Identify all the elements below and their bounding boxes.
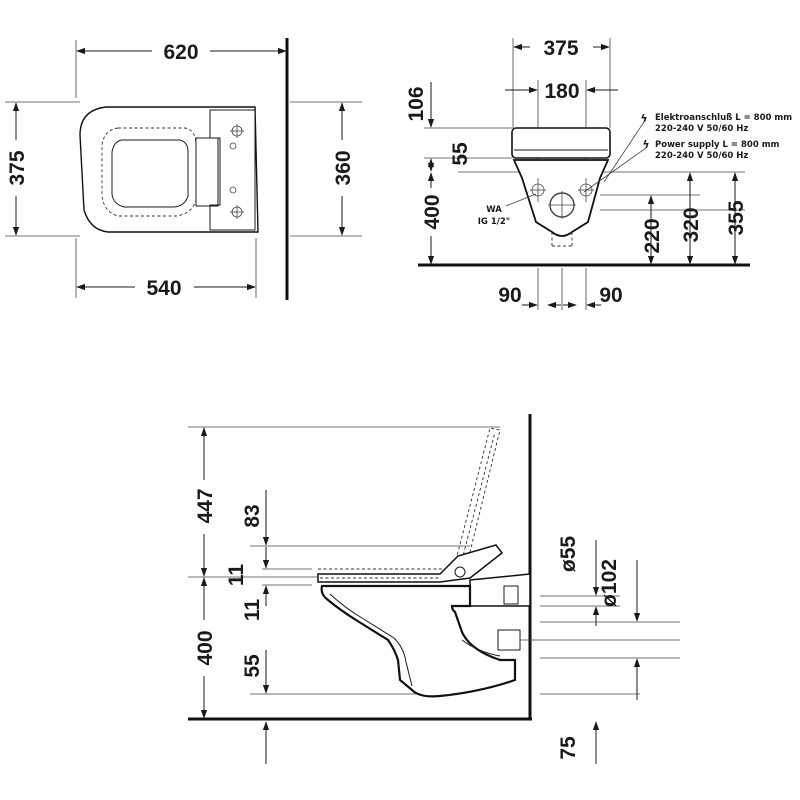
power-de-line1: Elektroanschluß L = 800 mm	[655, 113, 792, 123]
seat-side	[317, 544, 504, 583]
power-en-line2: 220-240 V 50/60 Hz	[655, 151, 748, 161]
dim-top-offset: 106	[405, 86, 428, 121]
dim-front-height: 400	[421, 194, 444, 229]
dim-depth-left: 375	[6, 150, 29, 185]
dim-outlet-dia: ø102	[598, 559, 621, 607]
lightning-icon: ϟ	[640, 112, 647, 125]
dim-seat-lower: 11	[241, 599, 264, 622]
dim-inlet-dia: ø55	[557, 536, 580, 573]
dim-depth-right: 360	[332, 150, 355, 185]
top-view: 620 540 375 360	[5, 38, 362, 300]
dim-h320: 320	[680, 207, 703, 242]
open-lid-outline	[455, 427, 501, 561]
dim-bowl-length: 540	[146, 277, 181, 300]
bowl-front-outline	[512, 159, 610, 237]
dim-right-90: 90	[599, 284, 622, 307]
dim-overall-width: 620	[163, 41, 198, 64]
dim-side-height: 400	[194, 630, 217, 665]
bowl-top-outline	[79, 106, 259, 233]
dim-h220: 220	[641, 218, 664, 253]
dim-front-width: 375	[543, 37, 578, 60]
bowl-side-outline	[320, 584, 517, 698]
water-label: WA	[486, 205, 502, 215]
power-en-line1: Power supply L = 800 mm	[655, 140, 780, 150]
seat-front	[511, 127, 611, 159]
dim-seat-upper: 11	[225, 564, 248, 587]
side-view: 447 400 83 11 11 55 75 ø55 ø102	[188, 414, 680, 764]
water-thread: IG 1/2"	[478, 217, 510, 227]
front-view: 375 180 106 55 400 220 320 355 90 90	[405, 37, 792, 310]
dim-h355: 355	[725, 200, 748, 235]
dim-seat-to-lid: 83	[241, 504, 264, 527]
dim-floor-offset: 75	[557, 736, 580, 760]
dim-lid-height: 447	[194, 488, 217, 523]
dim-outlet-offset: 55	[449, 142, 472, 166]
dim-fixing-spacing: 180	[544, 80, 579, 103]
dim-side-bottom: 55	[241, 654, 264, 678]
lightning-icon: ϟ	[642, 138, 649, 151]
power-de-line2: 220-240 V 50/60 Hz	[655, 124, 748, 134]
dim-left-90: 90	[498, 284, 521, 307]
